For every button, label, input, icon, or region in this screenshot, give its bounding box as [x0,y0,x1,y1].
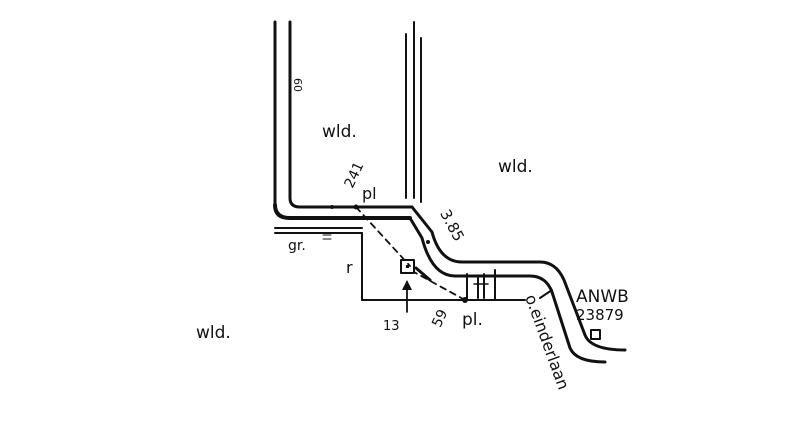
junction-road [273,196,414,220]
label-road-name: o.einderlaan [521,292,573,392]
parcel-outline [361,232,526,301]
label-wld-bottom-left: wld. [196,323,231,343]
left-vertical-road [273,20,292,207]
label-wld-top-right: wld. [498,157,533,177]
label-wld-top-left: wld. [322,122,357,142]
label-r: r [346,258,353,277]
target-marker [400,259,432,282]
label-13: 13 [383,319,400,334]
gr-road [274,227,363,240]
label-pl-top: pl [362,184,377,203]
label-side-mark: 60 [291,78,304,92]
label-anwb: ANWB [576,287,629,307]
survey-points [330,204,468,303]
label-anwb-number: 23879 [576,306,624,324]
diagonal-road [408,205,627,364]
right-vertical-road [405,21,422,203]
anwb-signpost-icon [590,329,601,340]
road-tick [539,289,553,299]
label-pl-bottom: pl. [462,310,483,330]
label-gr: gr. [288,238,306,254]
structure-marks [473,273,489,299]
label-bearing-59: 59 [429,307,451,330]
bearing-lines [355,206,466,301]
label-distance-385: 3.85 [436,206,468,244]
arrow-up-icon [402,280,412,313]
